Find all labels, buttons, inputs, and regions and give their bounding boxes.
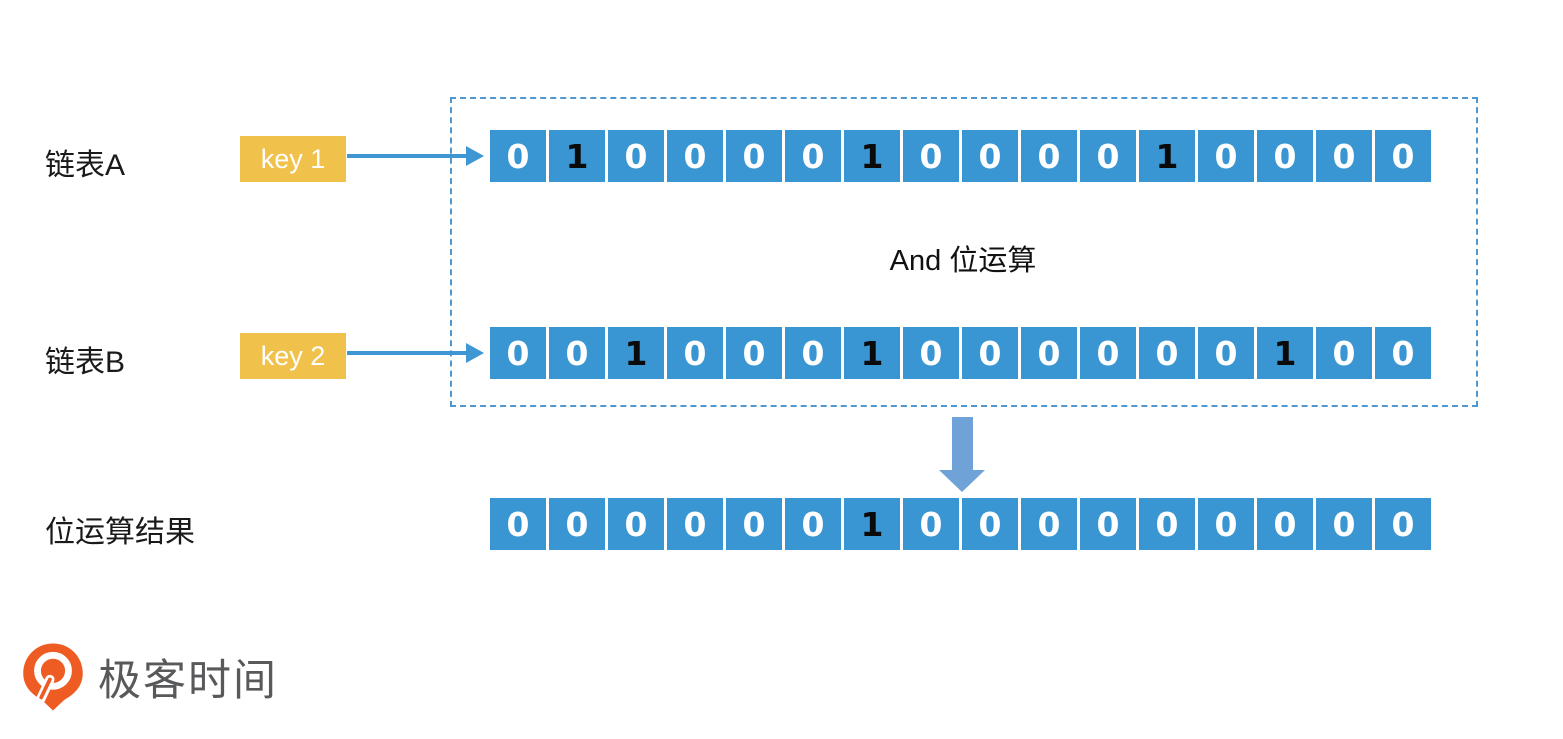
bit-cell: 0 [1316, 327, 1372, 379]
geektime-logo: 极客时间 [22, 642, 278, 712]
bit-cell: 0 [608, 130, 664, 182]
bit-cell: 0 [1021, 327, 1077, 379]
down-arrow-icon [939, 417, 986, 493]
geektime-logo-text: 极客时间 [98, 657, 278, 705]
operation-label: And 位运算 [889, 245, 1037, 277]
bit-cell: 0 [726, 498, 782, 550]
and-operation-group-box [450, 97, 1478, 407]
arrow-shaft [347, 351, 468, 355]
bit-cell: 0 [549, 327, 605, 379]
bit-cell: 0 [903, 327, 959, 379]
key1-box: key 1 [240, 136, 346, 182]
bit-cell: 0 [1375, 498, 1431, 550]
bit-cell: 0 [1316, 498, 1372, 550]
bit-cell: 0 [785, 130, 841, 182]
bit-cell: 0 [903, 130, 959, 182]
bit-cell: 0 [962, 327, 1018, 379]
row-label-result: 位运算结果 [45, 516, 195, 549]
bit-cell: 0 [1375, 130, 1431, 182]
row-label-list-b: 链表B [45, 346, 126, 379]
bit-cell: 0 [785, 327, 841, 379]
bit-cell: 1 [1257, 327, 1313, 379]
bit-cell: 0 [1257, 498, 1313, 550]
bit-cell: 0 [962, 498, 1018, 550]
bit-cell: 0 [726, 327, 782, 379]
bit-cell: 0 [1080, 498, 1136, 550]
bit-cell: 1 [1139, 130, 1195, 182]
bit-cell: 0 [903, 498, 959, 550]
bit-cell: 0 [1198, 130, 1254, 182]
bit-cell: 0 [1316, 130, 1372, 182]
bit-cell: 0 [490, 327, 546, 379]
bit-cell: 1 [549, 130, 605, 182]
bit-cell: 0 [1198, 498, 1254, 550]
row-label-list-a: 链表A [45, 149, 126, 182]
arrow-head-icon [466, 146, 484, 166]
arrow-shaft [347, 154, 468, 158]
down-arrow-head-icon [939, 470, 985, 492]
bit-cell: 0 [1080, 327, 1136, 379]
bit-cell: 0 [1139, 327, 1195, 379]
bit-cell: 0 [785, 498, 841, 550]
arrow-head-icon [466, 343, 484, 363]
arrow-key1-to-bits [347, 146, 487, 166]
bit-cell: 1 [608, 327, 664, 379]
bit-cell: 0 [490, 130, 546, 182]
geektime-logo-icon [23, 643, 83, 711]
bit-cell: 1 [844, 498, 900, 550]
bit-cell: 0 [667, 327, 723, 379]
bit-cell: 0 [667, 498, 723, 550]
down-arrow-shaft [952, 417, 973, 471]
bit-cell: 0 [1080, 130, 1136, 182]
bit-cell: 0 [1139, 498, 1195, 550]
bit-cell: 1 [844, 327, 900, 379]
bit-cell: 0 [726, 130, 782, 182]
bit-cell: 0 [1021, 130, 1077, 182]
key2-box: key 2 [240, 333, 346, 379]
bit-cell: 0 [667, 130, 723, 182]
bit-cell: 0 [1021, 498, 1077, 550]
bit-cell: 0 [1198, 327, 1254, 379]
bit-cell: 0 [608, 498, 664, 550]
bit-cell: 0 [962, 130, 1018, 182]
bit-cell: 1 [844, 130, 900, 182]
bit-cell: 0 [549, 498, 605, 550]
bit-cell: 0 [490, 498, 546, 550]
bit-cell: 0 [1257, 130, 1313, 182]
bit-cell: 0 [1375, 327, 1431, 379]
arrow-key2-to-bits [347, 343, 487, 363]
